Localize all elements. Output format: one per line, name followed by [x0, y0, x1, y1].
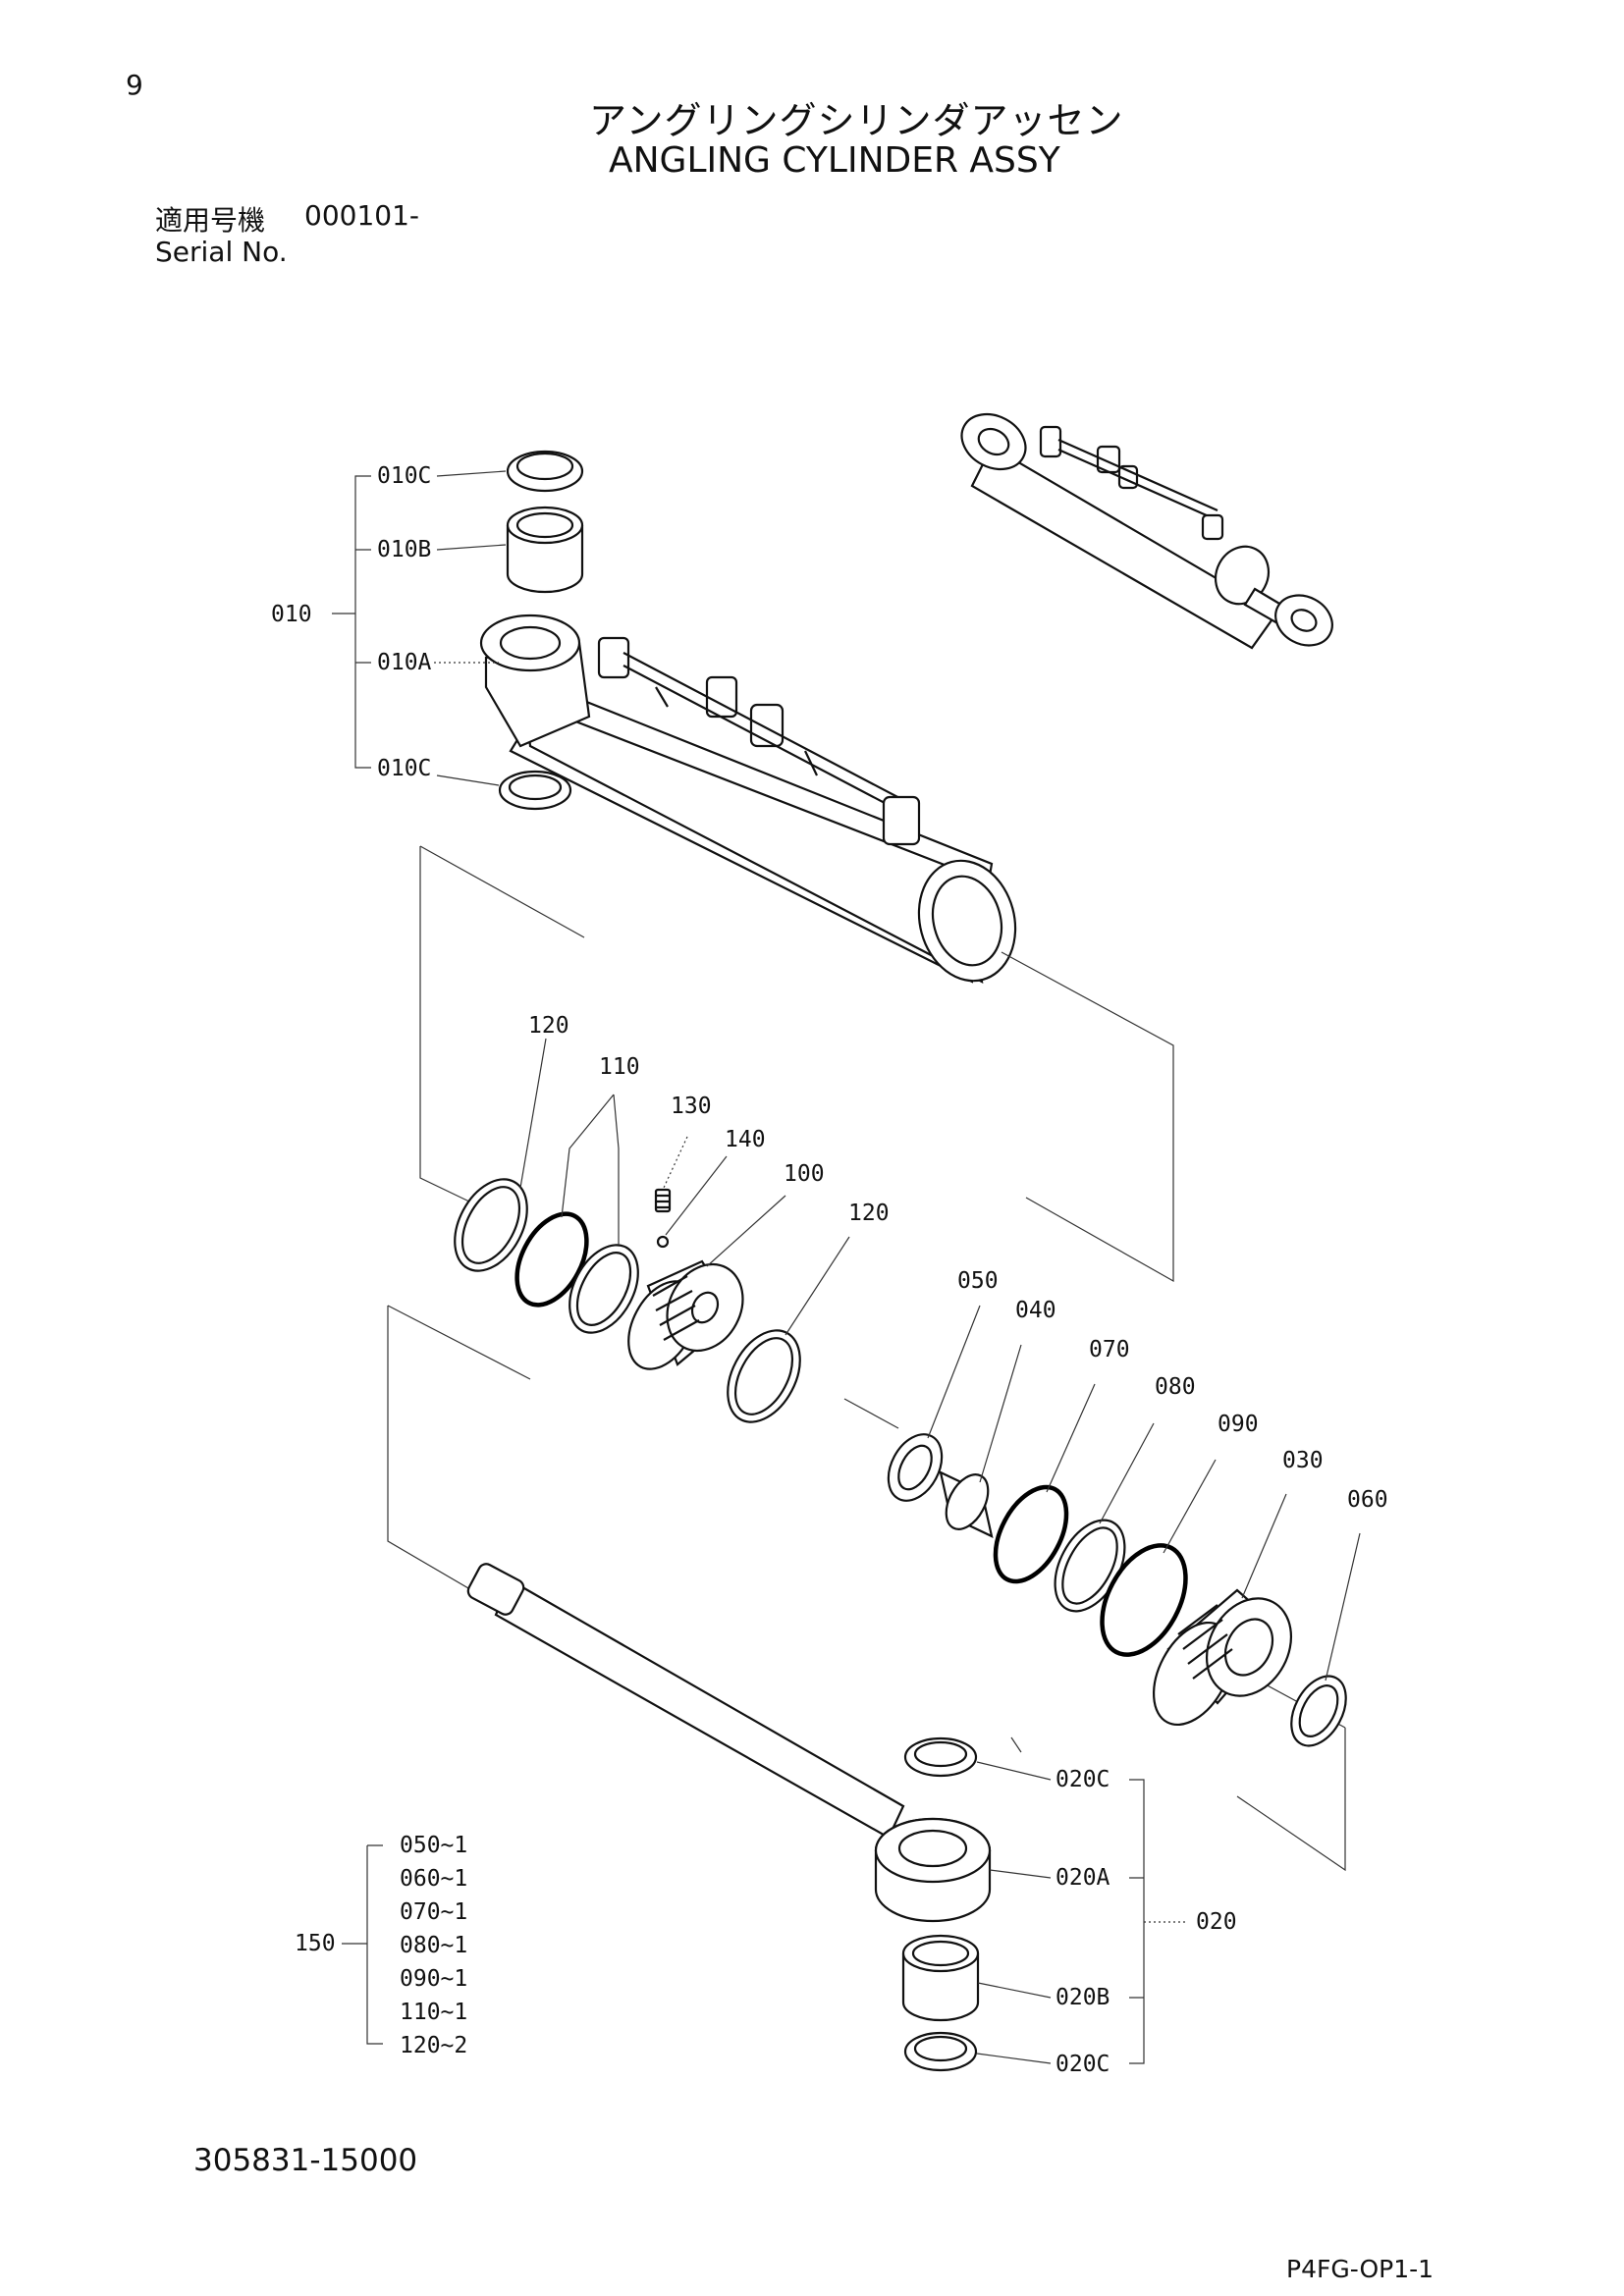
- kit-150-item: 060~1: [400, 1866, 468, 1892]
- bushing-010c-top: [506, 450, 584, 493]
- part-number: 305831-15000: [193, 2143, 418, 2178]
- title-japanese: アングリングシリンダアッセン: [589, 99, 1124, 142]
- seal-050: [887, 1433, 944, 1502]
- callout-050: 050: [957, 1268, 999, 1294]
- callout-040: 040: [1015, 1298, 1056, 1323]
- bushing-020b: [901, 1934, 980, 2022]
- ring-120-left: [454, 1178, 528, 1272]
- bushing-020c-bottom: [903, 2031, 978, 2072]
- callout-090: 090: [1218, 1412, 1259, 1437]
- o-ring-070: [993, 1484, 1069, 1584]
- callout-020c-top: 020C: [1056, 1767, 1110, 1792]
- page-number: 9: [126, 69, 143, 101]
- callout-110: 110: [599, 1054, 640, 1080]
- callout-140: 140: [725, 1127, 766, 1152]
- callout-070: 070: [1089, 1337, 1130, 1362]
- cylinder-tube-010a: [479, 614, 1017, 984]
- piston-100: [627, 1259, 744, 1370]
- callout-010a: 010A: [377, 650, 432, 675]
- callout-020: 020: [1196, 1909, 1237, 1935]
- bracket-010: [332, 475, 371, 769]
- bushing-020c-top: [903, 1736, 978, 1778]
- projection-lines: [387, 845, 1346, 1872]
- assembled-cylinder-thumbnail: [960, 412, 1333, 650]
- callout-120-left: 120: [528, 1013, 569, 1039]
- dust-seal-060: [1290, 1675, 1347, 1747]
- bracket-020: [1129, 1779, 1145, 2064]
- bracket-150: [342, 1844, 383, 2045]
- bushing-040: [939, 1470, 994, 1538]
- kit-150-item: 120~2: [400, 2033, 468, 2058]
- kit-150-item: 070~1: [400, 1899, 468, 1925]
- document-code: P4FG-OP1-1: [1286, 2255, 1435, 2283]
- callout-010: 010: [271, 602, 312, 627]
- callout-010c-top: 010C: [377, 463, 432, 489]
- callout-010c-bottom: 010C: [377, 756, 432, 781]
- kit-150-item: 090~1: [400, 1966, 468, 1992]
- steel-ball-140: [656, 1235, 670, 1249]
- set-screw-130: [654, 1188, 672, 1213]
- bushing-010c-bottom: [498, 770, 572, 811]
- bushing-010b: [506, 506, 584, 594]
- callout-150: 150: [295, 1931, 336, 1956]
- serial-label-japanese: 適用号機: [155, 204, 266, 237]
- callout-020c-bottom: 020C: [1056, 2052, 1110, 2077]
- kit-150-item: 080~1: [400, 1933, 468, 1958]
- callout-060: 060: [1347, 1487, 1388, 1513]
- callout-020b: 020B: [1056, 1985, 1110, 2010]
- title-english: ANGLING CYLINDER ASSY: [609, 140, 1060, 181]
- callout-020a: 020A: [1056, 1865, 1110, 1891]
- callout-130: 130: [671, 1094, 712, 1119]
- backup-ring-110-b: [568, 1244, 639, 1334]
- callout-010b: 010B: [377, 537, 432, 562]
- kit-150-item: 110~1: [400, 2000, 468, 2025]
- serial-value: 000101-: [304, 199, 419, 232]
- backup-ring-080: [1054, 1519, 1126, 1613]
- callout-100: 100: [784, 1161, 825, 1187]
- piston-rod-020a: [466, 1563, 992, 1923]
- o-ring-090: [1100, 1543, 1188, 1657]
- ring-120-right: [727, 1329, 801, 1423]
- callout-120-right: 120: [848, 1201, 890, 1226]
- callout-080: 080: [1155, 1374, 1196, 1400]
- rod-guide-030: [1152, 1588, 1293, 1727]
- kit-150-item: 050~1: [400, 1833, 468, 1858]
- callout-030: 030: [1282, 1448, 1324, 1473]
- serial-label-english: Serial No.: [155, 236, 288, 268]
- leader-lines: [519, 1038, 1361, 1682]
